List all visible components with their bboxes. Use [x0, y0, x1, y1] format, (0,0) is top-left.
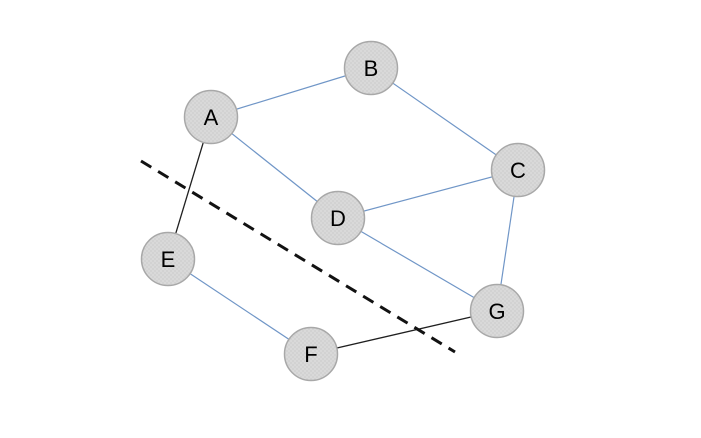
node-E: E [140, 231, 196, 287]
node-G: G [469, 283, 525, 339]
node-C: C [490, 142, 546, 198]
node-circle-G [469, 283, 525, 339]
node-circle-D [310, 190, 366, 246]
edge-E-F [167, 258, 312, 355]
dashed-cut-line [140, 159, 456, 354]
edge-F-G [310, 310, 498, 355]
node-F: F [283, 326, 339, 382]
node-circle-B [343, 40, 399, 96]
edge-D-G [337, 217, 498, 312]
node-A: A [183, 89, 239, 145]
node-D: D [310, 190, 366, 246]
edge-A-B [210, 67, 372, 118]
node-circle-F [283, 326, 339, 382]
node-B: B [343, 40, 399, 96]
edge-D-C [337, 169, 519, 219]
node-circle-A [183, 89, 239, 145]
edge-B-C [370, 67, 519, 171]
node-circle-C [490, 142, 546, 198]
node-circle-E [140, 231, 196, 287]
